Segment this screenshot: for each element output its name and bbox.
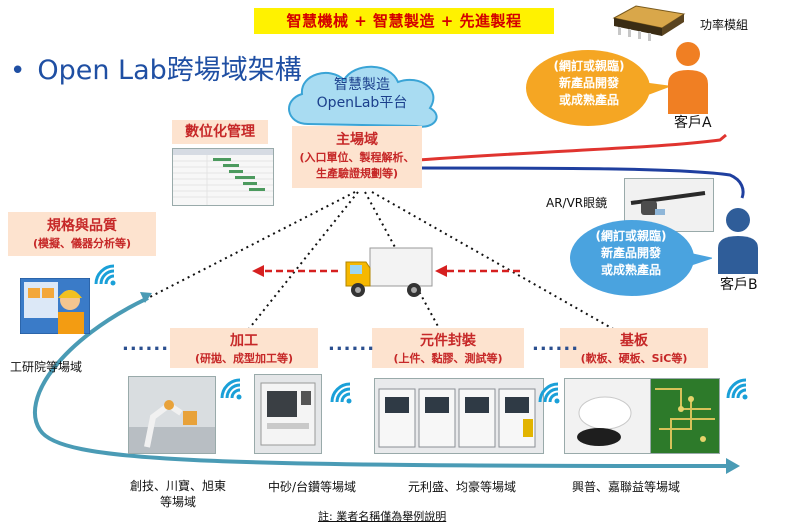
customer-a-line3: 或成熟產品	[558, 93, 619, 107]
packaging-line-image	[374, 378, 544, 454]
dotted-link-spec	[147, 191, 356, 299]
link-customer-a	[417, 133, 727, 162]
substrate-sub: (軟板、硬板、SiC等)	[580, 352, 688, 365]
title-text: Open Lab跨場域架構	[37, 55, 302, 86]
left-arrow-head	[252, 265, 264, 277]
wifi-icon	[724, 376, 750, 402]
customer-b-bubble-shape	[570, 220, 712, 296]
main-domain-box: 主場域 (入口單位、製程解析、 生產驗證規劃等)	[292, 126, 422, 188]
robot-arm-image	[128, 376, 216, 454]
main-domain-line1: (入口單位、製程解析、	[299, 151, 415, 164]
customer-a-label: 客戶A	[674, 115, 712, 131]
packaging-title: 元件封裝	[420, 333, 476, 349]
footnote: 註: 業者名稱僅為舉例說明	[318, 510, 447, 523]
cloud-icon	[288, 65, 438, 128]
itri-label: 工研院等場域	[10, 360, 83, 374]
ar-glasses-label: AR/VR眼鏡	[546, 196, 608, 210]
packaging-box: 元件封裝 (上件、黏膠、測試等)	[372, 328, 524, 368]
cloud-label: 智慧製造 OpenLab平台	[300, 76, 424, 112]
gantt-chart-image	[172, 148, 274, 206]
spec-quality-box: 規格與品質 (模擬、儀器分析等)	[8, 212, 156, 256]
site1-line1: 創技、川寶、旭東	[129, 479, 226, 493]
person-icon	[668, 42, 708, 114]
bullet: •	[10, 56, 26, 86]
flow-arrow-tail-head	[140, 292, 152, 303]
main-domain-line2: 生產驗證規劃等)	[315, 167, 399, 180]
site4-label: 興普、嘉聯益等場域	[572, 480, 681, 494]
customer-b-line3: 或成熟產品	[600, 263, 661, 277]
wifi-icon	[92, 262, 118, 288]
main-domain-title: 主場域	[336, 132, 378, 148]
cloud-line1: 智慧製造	[334, 77, 390, 93]
customer-a-line2: 新產品開發	[558, 76, 619, 90]
dots-separator-2: ......	[328, 334, 376, 355]
flow-arrow-head	[726, 458, 740, 474]
truck-icon	[345, 247, 433, 297]
dots-separator-1: ......	[122, 334, 170, 355]
customer-a-line1: (網訂或親臨)	[553, 59, 625, 73]
processing-title: 加工	[230, 333, 258, 349]
pcb-image	[650, 378, 720, 454]
digital-mgmt-label: 數位化管理	[172, 120, 268, 144]
customer-b-label: 客戶B	[720, 277, 758, 293]
site1-label: 創技、川寶、旭東 等場域	[118, 478, 238, 510]
flow-arrow	[33, 296, 731, 468]
spec-quality-sub: (模擬、儀器分析等)	[32, 237, 132, 250]
site1-line2: 等場域	[159, 495, 196, 509]
wafer-image	[564, 378, 652, 454]
customer-a-bubble: (網訂或親臨) 新產品開發 或成熟產品	[548, 58, 630, 109]
site3-label: 元利盛、均豪等場域	[408, 480, 517, 494]
wifi-icon	[218, 376, 244, 402]
substrate-title: 基板	[620, 333, 648, 349]
packaging-sub: (上件、黏膠、測試等)	[393, 352, 503, 365]
processing-sub: (研拋、成型加工等)	[194, 352, 294, 365]
link-customer-b	[417, 166, 745, 199]
wifi-icon	[536, 380, 562, 406]
page-title: • Open Lab跨場域架構	[10, 48, 302, 87]
spec-quality-title: 規格與品質	[47, 218, 117, 234]
dots-separator-3: ......	[532, 334, 580, 355]
person-icon	[718, 208, 758, 274]
cloud-line2: OpenLab平台	[316, 95, 408, 111]
customer-b-bubble: (網訂或親臨) 新產品開發 或成熟產品	[590, 228, 672, 279]
banner: 智慧機械 + 智慧製造 + 先進製程	[254, 8, 554, 34]
power-module-label: 功率模組	[700, 18, 749, 32]
processing-box: 加工 (研拋、成型加工等)	[170, 328, 318, 368]
chip-icon	[612, 5, 686, 41]
substrate-box: 基板 (軟板、硬板、SiC等)	[560, 328, 708, 368]
customer-b-line2: 新產品開發	[600, 246, 661, 260]
site2-label: 中砂/台鑽等場域	[268, 480, 357, 494]
customer-a-bubble-shape	[526, 50, 672, 126]
dotted-link-substrate	[371, 191, 616, 331]
wifi-icon	[328, 380, 354, 406]
customer-b-line1: (網訂或親臨)	[595, 229, 667, 243]
engineer-icon	[20, 278, 90, 334]
right-arrow-head	[435, 265, 447, 277]
cnc-machine-image	[254, 374, 322, 454]
